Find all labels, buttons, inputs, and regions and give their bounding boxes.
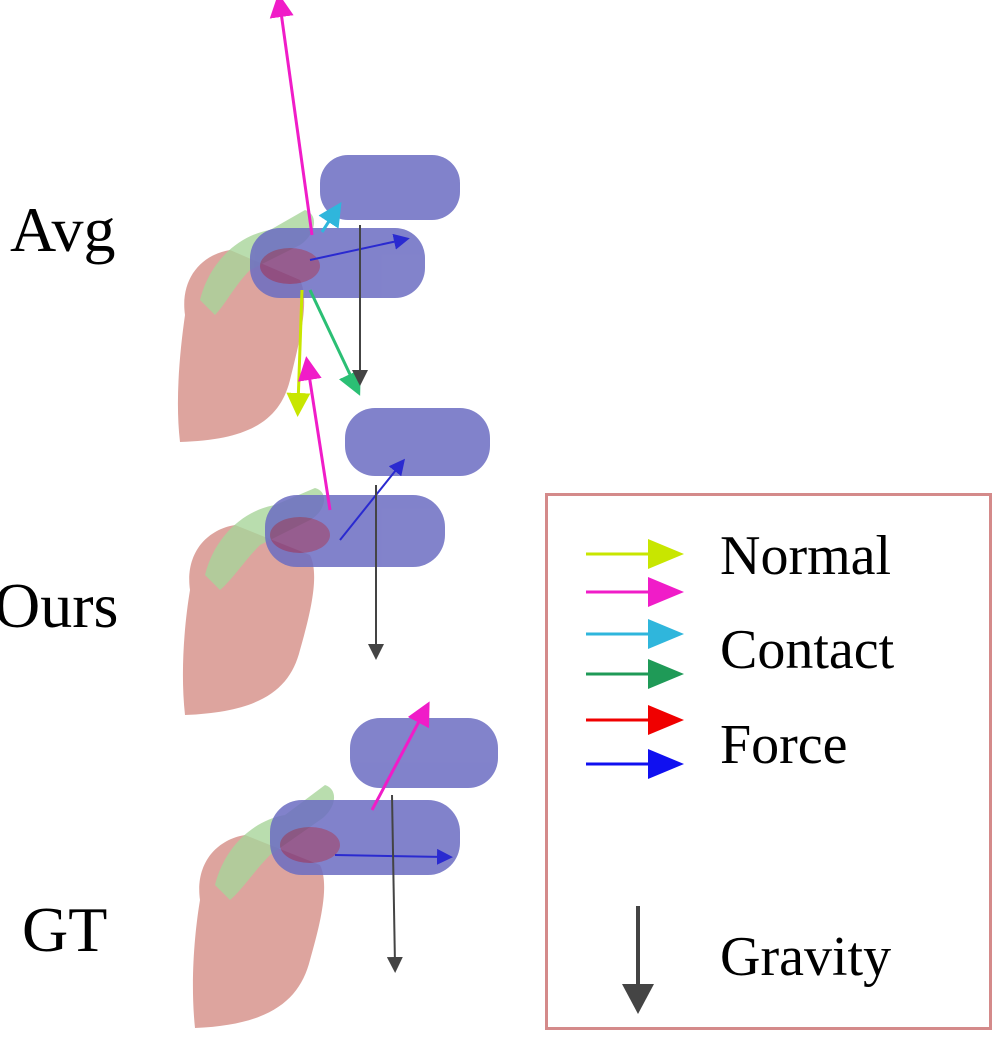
legend-arrow-head — [648, 619, 684, 649]
binocular-avg — [250, 155, 460, 298]
legend-arrow-head — [648, 539, 684, 569]
legend-box: Normal Contact Force Gravity — [545, 493, 992, 1030]
row-label-ours: Ours — [0, 570, 119, 641]
legend-arrow-head — [648, 705, 684, 735]
legend-label-normal: Normal — [720, 525, 892, 587]
legend-arrow-force — [586, 705, 684, 735]
legend-arrow-normal — [586, 539, 684, 569]
legend-arrow-magenta — [586, 577, 684, 607]
scene-gt — [192, 701, 498, 1028]
legend-label-contact: Contact — [720, 619, 895, 681]
legend-arrow-blue — [586, 749, 684, 779]
binocular-gt — [270, 718, 498, 875]
binocular-ours — [265, 408, 490, 567]
legend-arrow-green — [586, 659, 684, 689]
scene-ours — [182, 356, 490, 715]
row-label-avg: Avg — [10, 194, 116, 265]
legend-arrow-head — [648, 749, 684, 779]
legend-arrow-contact — [586, 619, 684, 649]
legend-label-gravity: Gravity — [720, 926, 892, 988]
legend-arrow-head — [648, 659, 684, 689]
scene-avg — [177, 0, 460, 442]
legend-arrow-head — [648, 577, 684, 607]
gravity-arrow-icon — [622, 906, 654, 1014]
row-label-gt: GT — [22, 894, 108, 965]
legend-label-force: Force — [720, 714, 848, 776]
